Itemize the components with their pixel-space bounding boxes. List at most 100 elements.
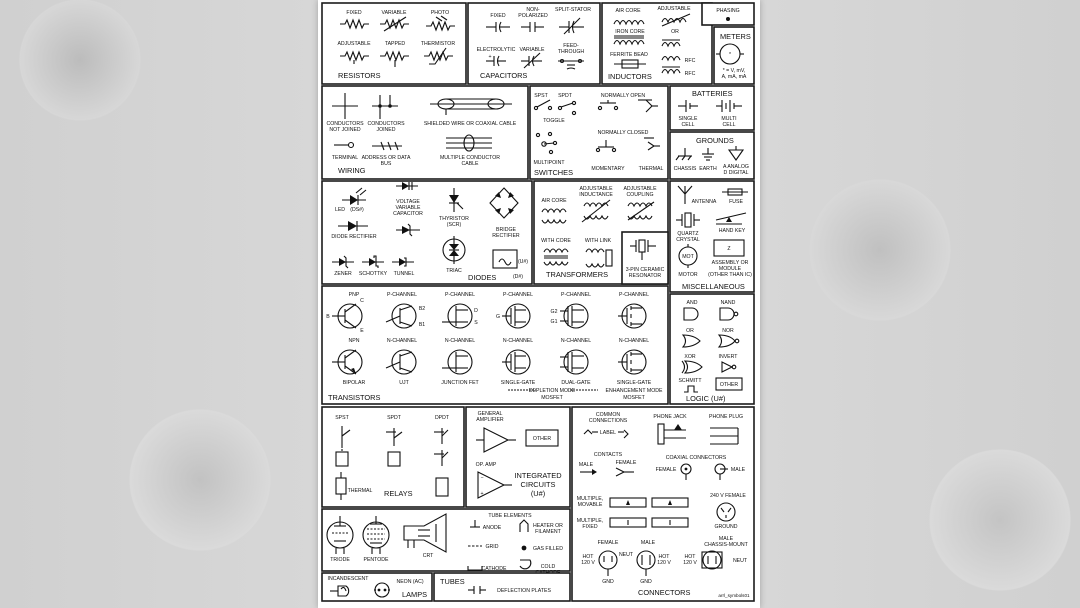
triac-symbol (442, 236, 466, 264)
momentary-switch-symbol (595, 140, 617, 153)
section-relays: SPST SPDT DPDT THERMAL RELAYS (321, 406, 465, 508)
label-variable-diode: VARIABLE (396, 205, 422, 211)
section-resistors: FIXED VARIABLE PHOTO ADJUSTABLE TAPPED T… (321, 2, 467, 85)
op-amp-icon (477, 471, 506, 499)
meters-box (713, 26, 755, 85)
label-nand: NAND (721, 300, 736, 306)
tubes-title-area: TUBES DEFLECTION PLATES (433, 572, 571, 602)
label-air-core-transformer: AIR CORE (541, 198, 567, 204)
label-spst-relay: SPST (335, 415, 349, 421)
label-d: D (474, 308, 478, 314)
label-fixed-capacitor: FIXED (490, 13, 506, 19)
photo-resistor-symbol (426, 20, 455, 32)
label-e: E (360, 328, 364, 334)
label-led: LED (335, 207, 345, 213)
label-toggle: TOGGLE (543, 118, 565, 124)
electrolytic-capacitor-symbol: + (486, 54, 506, 67)
label-male-plug: MALE (641, 540, 656, 546)
label-nor: NOR (722, 328, 734, 334)
multiple-conductor-cable-symbol (446, 134, 492, 152)
logic-title: LOGIC (U#) (686, 394, 725, 403)
label-neut-1: NEUT (619, 552, 634, 558)
photo-arrow-1 (435, 16, 443, 22)
label-adjustable-inductance-1: ADJUSTABLE (579, 186, 613, 192)
npn-transistor-symbol (332, 349, 363, 375)
mosfet-dual-p-symbol: G2 G1 (551, 303, 589, 329)
label-electrolytic: ELECTROLYTIC (477, 47, 516, 53)
label-multiple-fixed-1: MULTIPLE, (577, 518, 603, 524)
label-female-outlet: FEMALE (598, 540, 619, 546)
ic-title-1: INTEGRATED (514, 471, 561, 480)
label-120v-3: 120 V (683, 560, 697, 566)
label-coax-male: MALE (731, 467, 746, 473)
label-gnd-1: GND (602, 579, 614, 585)
label-terminal: TERMINAL (332, 155, 358, 161)
adjustable-coupling-transformer-symbol (627, 201, 655, 221)
label-general: GENERAL (478, 411, 503, 417)
diodes-box (321, 180, 533, 285)
earth-ground-symbol (702, 148, 714, 161)
spdt-switch-symbol (557, 100, 577, 116)
connectors-box (571, 406, 755, 602)
with-link-transformer-symbol (585, 248, 613, 268)
phone-plug-symbol (710, 427, 739, 445)
spst-relay-symbol (335, 426, 351, 467)
motor-symbol: MOT (678, 244, 698, 268)
label-meter-units-1: * = V, mV, (723, 68, 746, 74)
air-core-inductor-symbol (613, 19, 645, 26)
label-z: Z (727, 246, 730, 252)
switches-title: SWITCHES (534, 168, 573, 177)
label-coax-female: FEMALE (656, 467, 677, 473)
label-joined-1: CONDUCTORS (367, 121, 405, 127)
label-other-logic: OTHER (720, 382, 738, 388)
label-spst-switch: SPST (534, 93, 548, 99)
label-label: LABEL (600, 430, 616, 436)
label-tunnel: TUNNEL (394, 271, 415, 277)
label-analog: A ANALOG (723, 164, 749, 170)
label-resonator-2: RESONATOR (629, 273, 662, 279)
label-pentode: PENTODE (364, 557, 390, 563)
phone-jack-symbol (657, 423, 686, 445)
jfet-n-symbol (442, 349, 473, 375)
hand-key-symbol (715, 212, 747, 225)
footer-credit: arrl_symbols01 (718, 593, 750, 598)
label-tapped-resistor: TAPPED (385, 41, 406, 47)
label-n-channel-5: N-CHANNEL (619, 338, 649, 344)
label-neon: NEON (AC) (396, 579, 423, 585)
section-miscellaneous: ANTENNA FUSE QUARTZ CRYSTAL HAND KEY MOT… (669, 180, 755, 293)
label-hand-key: HAND KEY (719, 228, 746, 234)
jfet-p-symbol: D S (442, 303, 478, 329)
section-grounds: GROUNDS CHASSIS EARTH A ANALOG D DIGITAL (669, 131, 755, 180)
label-crystal: CRYSTAL (676, 237, 700, 243)
label-p-channel-1: P-CHANNEL (387, 292, 417, 298)
multipoint-switch-symbol (535, 131, 558, 155)
label-spdt-switch: SPDT (558, 93, 573, 99)
phasing-box (701, 2, 755, 26)
bridge-rectifier-symbol (489, 187, 519, 219)
label-gas-filled: GAS FILLED (533, 546, 563, 552)
module-u-symbol: (U#) (492, 249, 528, 269)
label-with-core: WITH CORE (541, 238, 571, 244)
label-incandescent: INCANDESCENT (328, 576, 370, 582)
label-and: AND (687, 300, 698, 306)
label-n-channel-4: N-CHANNEL (561, 338, 591, 344)
switches-box (529, 85, 669, 180)
gas-filled-dot-icon (521, 545, 527, 551)
resonator-box (621, 231, 669, 285)
label-resonator-1: 3-PIN CERAMIC (626, 267, 665, 273)
label-npn: NPN (349, 338, 360, 344)
label-split-stator: SPLIT-STATOR (555, 7, 591, 13)
section-integrated-circuits: GENERAL AMPLIFIER OTHER OP. AMP −+ INTEG… (465, 406, 571, 508)
label-multi-cable-2: CABLE (461, 161, 479, 167)
feedthrough-capacitor-symbol (558, 58, 584, 70)
misc-box (669, 180, 755, 293)
label-through: THROUGH (558, 49, 584, 55)
label-phasing: PHASING (716, 8, 739, 14)
label-quartz: QUARTZ (677, 231, 698, 237)
label-assembly-1: ASSEMBLY OR (712, 260, 749, 266)
section-transformers: AIR CORE ADJUSTABLE INDUCTANCE ADJUSTABL… (533, 180, 669, 285)
label-multi-cable-1: MULTIPLE CONDUCTOR (440, 155, 500, 161)
nor-gate-icon (717, 334, 736, 348)
svg-text:*: * (729, 52, 731, 58)
adjustable-resistor-symbol (340, 50, 369, 62)
